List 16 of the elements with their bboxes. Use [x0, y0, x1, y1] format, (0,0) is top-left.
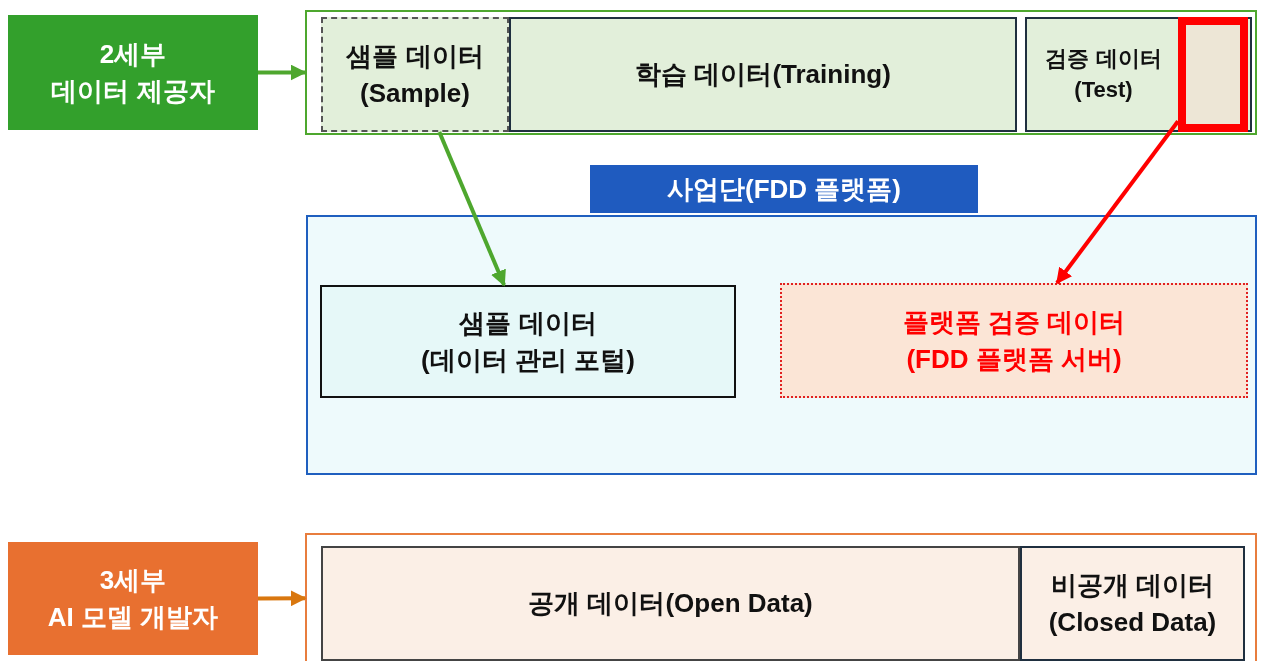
panel-title: 사업단(FDD 플랫폼) [590, 165, 978, 213]
role-box: 3세부 AI 모델 개발자 [8, 542, 258, 655]
data-box: 검증 데이터 (Test) [1025, 17, 1252, 132]
data-box: 샘플 데이터 (Sample) [321, 17, 509, 132]
group-box [305, 10, 1257, 135]
data-box: 공개 데이터(Open Data) [321, 546, 1020, 661]
role-box: 2세부 데이터 제공자 [8, 15, 258, 130]
arrow [258, 64, 307, 81]
data-box: 플랫폼 검증 데이터 (FDD 플랫폼 서버) [780, 283, 1248, 398]
data-box: 비공개 데이터 (Closed Data) [1020, 546, 1245, 661]
arrow [1055, 120, 1180, 285]
data-box: 학습 데이터(Training) [509, 17, 1017, 132]
highlight-frame [1178, 17, 1248, 132]
group-box [305, 533, 1257, 661]
arrow [258, 590, 307, 607]
data-box: 샘플 데이터 (데이터 관리 포털) [320, 285, 736, 398]
